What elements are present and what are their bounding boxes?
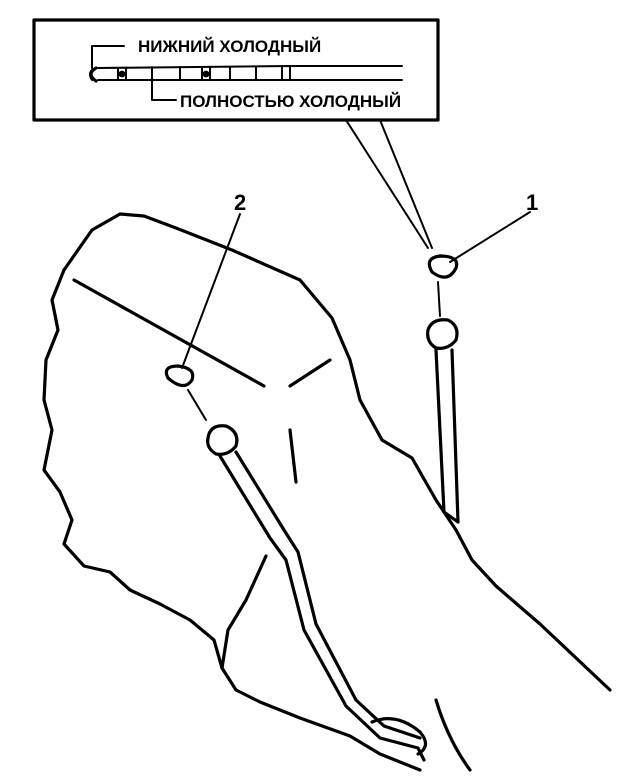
label-low-cold: НИЖНИЙ ХОЛОДНЫЙ (138, 37, 321, 56)
inset-leader-low-cold (91, 45, 125, 69)
callout-2-label: 2 (234, 190, 246, 215)
label-full-cold: ПОЛНОСТЬЮ ХОЛОДНЫЙ (180, 92, 401, 111)
dipstick-1 (426, 254, 460, 524)
dipstick-1-handle (427, 254, 459, 279)
inset-pointer-lines (345, 119, 433, 249)
dipstick-1-cap (426, 318, 459, 350)
callout-2: 2 (181, 190, 246, 369)
dipstick-2 (164, 364, 428, 762)
callout-1-label: 1 (526, 190, 538, 215)
dipstick-2-cap (206, 424, 239, 456)
inset-dipstick-tip (89, 66, 98, 83)
inset-dipstick-blade (89, 65, 403, 81)
inset-frame (32, 18, 440, 122)
inset-detail: НИЖНИЙ ХОЛОДНЫЙ ПОЛНОСТЬЮ ХОЛОДНЫЙ (32, 18, 440, 122)
engine-body (42, 212, 612, 772)
inset-leader-full-cold (151, 79, 177, 101)
dipstick-2-handle (164, 364, 195, 388)
callout-1: 1 (449, 190, 538, 263)
dipstick-1-tube (434, 348, 460, 524)
inset-scale-marks (117, 65, 283, 81)
dipstick-2-tube (218, 450, 426, 762)
